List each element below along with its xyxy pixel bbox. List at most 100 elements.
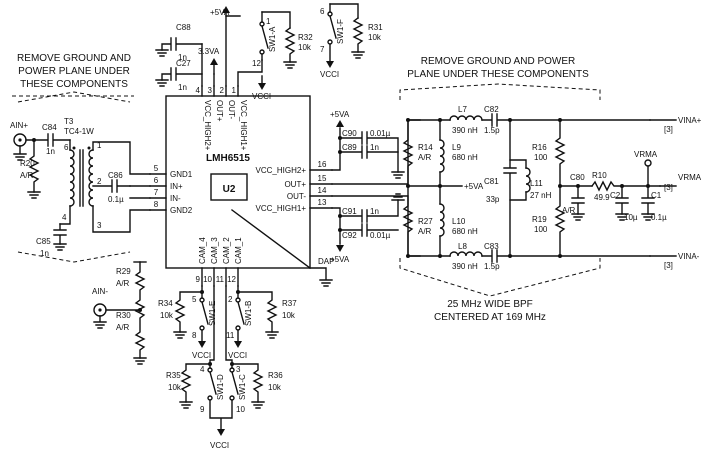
l10-val: 680 nH	[452, 227, 478, 236]
r36-junction	[230, 362, 234, 366]
c89-symbol	[339, 145, 399, 159]
c80-val: A/R	[562, 206, 576, 215]
c1-ref: C1	[651, 191, 662, 200]
r19-val: 100	[534, 225, 548, 234]
sw1e-pin5: 5	[192, 295, 197, 304]
sw1f-ref: SW1-F	[336, 19, 345, 44]
r36-ref: R36	[268, 371, 283, 380]
r34-junction	[200, 290, 204, 294]
ic-ref-label: U2	[223, 184, 236, 195]
r32-ref: R32	[298, 33, 313, 42]
c91-symbol	[339, 199, 399, 223]
ain-plus-source-center	[18, 138, 22, 142]
c27-val: 1n	[178, 83, 187, 92]
t3-primary-bottom	[59, 205, 71, 225]
r10-ref: R10	[592, 171, 607, 180]
r27-resistor	[402, 185, 414, 257]
bottom-switch-network: 5 8 SW1-E VCCI R34 10k 2 11 SW1-B VCCI R…	[158, 267, 333, 450]
top-supply-network: +5VA 3.3VA C88 1n C27 1n	[155, 6, 263, 92]
sw1c-pin3: 3	[236, 365, 241, 374]
t3-pin1: 1	[97, 141, 102, 150]
ain-minus-label: AIN-	[92, 287, 108, 296]
vina-minus-ref: [3]	[664, 261, 673, 270]
r35-ground	[179, 401, 193, 409]
ic-dap-label: DAP	[318, 257, 334, 266]
r34-resistor	[174, 291, 203, 333]
r30-val: A/R	[116, 323, 130, 332]
vcci-sw1dc-label: VCCI	[210, 441, 229, 450]
c90-ref: C90	[342, 129, 357, 138]
ic-pin-5-name: GND1	[170, 170, 193, 179]
ic-bottom-pins: 9 10 11 12 CAM_4 CAM_3 CAM_2 CAM_1	[196, 237, 243, 287]
r35-val: 10k	[168, 383, 182, 392]
sw1f-vcci-arrow	[326, 61, 334, 68]
t3-dot-secondary	[87, 146, 91, 150]
l9-l10-junction	[438, 184, 442, 188]
vcci-sw1b-label: VCCI	[228, 351, 247, 360]
r37-junction	[236, 290, 240, 294]
ic-pin-5-num: 5	[154, 164, 159, 173]
l7-inductor	[449, 115, 483, 121]
sw1e-blade	[201, 301, 209, 325]
c92-val: 0.01µ	[370, 231, 391, 240]
vcc5-top-arrow	[222, 6, 230, 13]
c2-ground	[615, 213, 629, 221]
r31-resistor	[352, 17, 364, 53]
r20-val: A/R	[20, 171, 34, 180]
sw1d-ref: SW1-D	[216, 374, 225, 400]
r37-resistor	[237, 291, 278, 333]
vrma-label: VRMA	[678, 173, 702, 182]
l10-junction	[438, 254, 442, 258]
l9-ref: L9	[452, 143, 461, 152]
l11-ref: L11	[530, 179, 543, 188]
lower-decoupling-ground	[391, 193, 405, 201]
ic-bottom-pin-lines	[201, 267, 239, 287]
ic-pin-10-name: CAM_3	[210, 237, 219, 264]
vcc33-arrow	[210, 58, 218, 65]
c1-ground	[641, 213, 655, 221]
l11-val: 27 nH	[530, 191, 552, 200]
r31-ground	[351, 51, 365, 59]
c80-junction	[576, 184, 580, 188]
ain-plus-label: AIN+	[10, 121, 28, 130]
sw1a-ref: SW1-A	[268, 26, 277, 52]
c81-top-junction	[508, 118, 512, 122]
sw1d-pin9: 9	[200, 405, 205, 414]
sw1dc-vcci-arrow	[217, 429, 225, 436]
sw1b-blade	[237, 301, 245, 325]
ic-pin-14-num: 14	[318, 186, 327, 195]
c82-ref: C82	[484, 105, 499, 114]
r37-ground	[265, 331, 279, 339]
r30-ref: R30	[116, 311, 131, 320]
ic-lmh6515: U2 LMH6515 DAP	[165, 95, 334, 269]
top-supply-wires	[201, 15, 263, 87]
r37-ref: R37	[282, 299, 297, 308]
bpf-note: 25 MHz WIDE BPF CENTERED AT 169 MHz	[434, 299, 546, 323]
left-note-line-2: POWER PLANE UNDER	[18, 66, 130, 77]
left-note-line-1: REMOVE GROUND AND	[17, 53, 131, 64]
sw1a-pin12: 12	[252, 59, 261, 68]
r30-ground	[133, 357, 147, 365]
r19-ref: R19	[532, 215, 547, 224]
ain-minus-junction	[138, 308, 142, 312]
c81-bottom-junction	[508, 254, 512, 258]
right-decoupling: +5VA C90 0.01µ C89 1n +5VA C91 1n C92 0.…	[330, 110, 421, 264]
c91-junction	[338, 214, 342, 218]
r29-ref: R29	[116, 267, 131, 276]
left-note-bracket	[17, 91, 131, 103]
r32-val: 10k	[298, 43, 312, 52]
t3-pin4: 4	[62, 213, 67, 222]
t3-secondary-coil	[88, 149, 94, 207]
left-layout-note: REMOVE GROUND AND POWER PLANE UNDER THES…	[17, 53, 131, 90]
t3-core	[79, 149, 84, 207]
ic-pin-1-name: VCC_HIGH1+	[239, 100, 248, 151]
c92-symbol	[339, 223, 399, 237]
bpf-note-line-1: 25 MHz WIDE BPF	[447, 299, 533, 310]
ic-pin-15-num: 15	[318, 174, 327, 183]
sw1f-pin6: 6	[320, 7, 325, 16]
sw1e-ref: SW1-E	[208, 301, 217, 326]
ic-part-label: LMH6515	[206, 153, 250, 164]
sw1f-pin7: 7	[320, 45, 325, 54]
l8-inductor	[449, 251, 483, 257]
c1-val: 0.1µ	[651, 213, 667, 222]
